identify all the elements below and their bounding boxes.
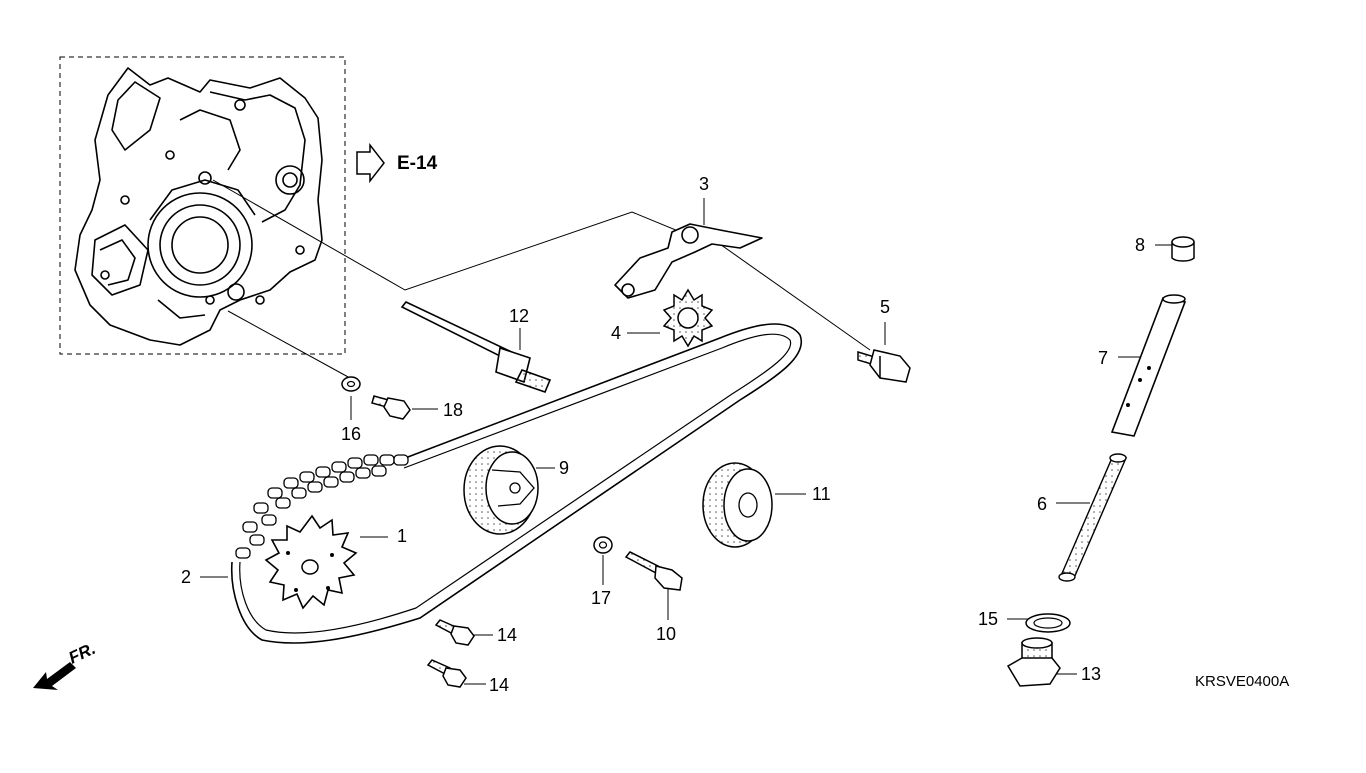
part-washer-16 [341,376,361,392]
part-washer-17 [593,536,613,554]
crankcase-dashed-frame [59,56,346,355]
callouts: 1 2 3 4 5 6 7 8 9 10 11 12 13 14 14 15 1… [181,174,1145,695]
callout-label: 12 [509,306,529,326]
leader-16-cover [227,310,351,379]
part-flange-bolt-5 [857,349,911,383]
front-direction-indicator: FR. [33,639,99,690]
part-flange-bolt-14a [434,619,475,646]
callout-label: 8 [1135,235,1145,255]
part-rod-cap [1171,236,1195,262]
callout-label: 13 [1081,664,1101,684]
callout-label: 5 [880,297,890,317]
part-idler-sprocket [662,288,714,348]
part-drive-sprocket [264,514,358,610]
callout-label: 9 [559,458,569,478]
crankcase-cover-illustration [74,67,323,346]
callout-label: 3 [699,174,709,194]
callout-label: 11 [812,484,831,504]
callout-label: 14 [497,625,517,645]
callout-label: 4 [611,323,621,343]
part-push-rod [1110,294,1187,437]
callout-label: 17 [591,588,611,608]
part-tensioner-roller [702,462,773,548]
callout-label: 7 [1098,348,1108,368]
crankcase-group [59,56,346,355]
callout-label: 6 [1037,494,1047,514]
leader-lines [200,179,1178,685]
diagram-reference-code: KRSVE0400A [1195,673,1289,690]
part-pivot-shaft [400,301,552,394]
callout-label: 18 [443,400,463,420]
callout-label: 15 [978,609,998,629]
front-direction-arrow-icon [33,662,76,690]
part-spring [1058,453,1128,582]
part-sealing-washer [1025,613,1071,633]
part-flange-bolt-18 [371,395,411,420]
callout-label: 14 [489,675,509,695]
callout-label: 10 [656,624,676,644]
crossref-e14[interactable]: E-14 [356,142,438,184]
crossref-label: E-14 [397,153,438,174]
leader-12-cover [212,179,701,291]
part-flange-bolt-14b [426,659,467,688]
leader-5-arm [699,229,871,351]
part-sealing-bolt [1006,637,1061,687]
callout-label: 1 [397,526,407,546]
hollow-arrow-right-icon [356,142,385,184]
part-cam-chain [230,323,803,644]
callout-label: 2 [181,567,191,587]
part-bolt-10 [624,551,683,591]
callout-label: 16 [341,424,361,444]
part-guide-roller [463,445,539,535]
part-tensioner-arm [614,223,763,299]
